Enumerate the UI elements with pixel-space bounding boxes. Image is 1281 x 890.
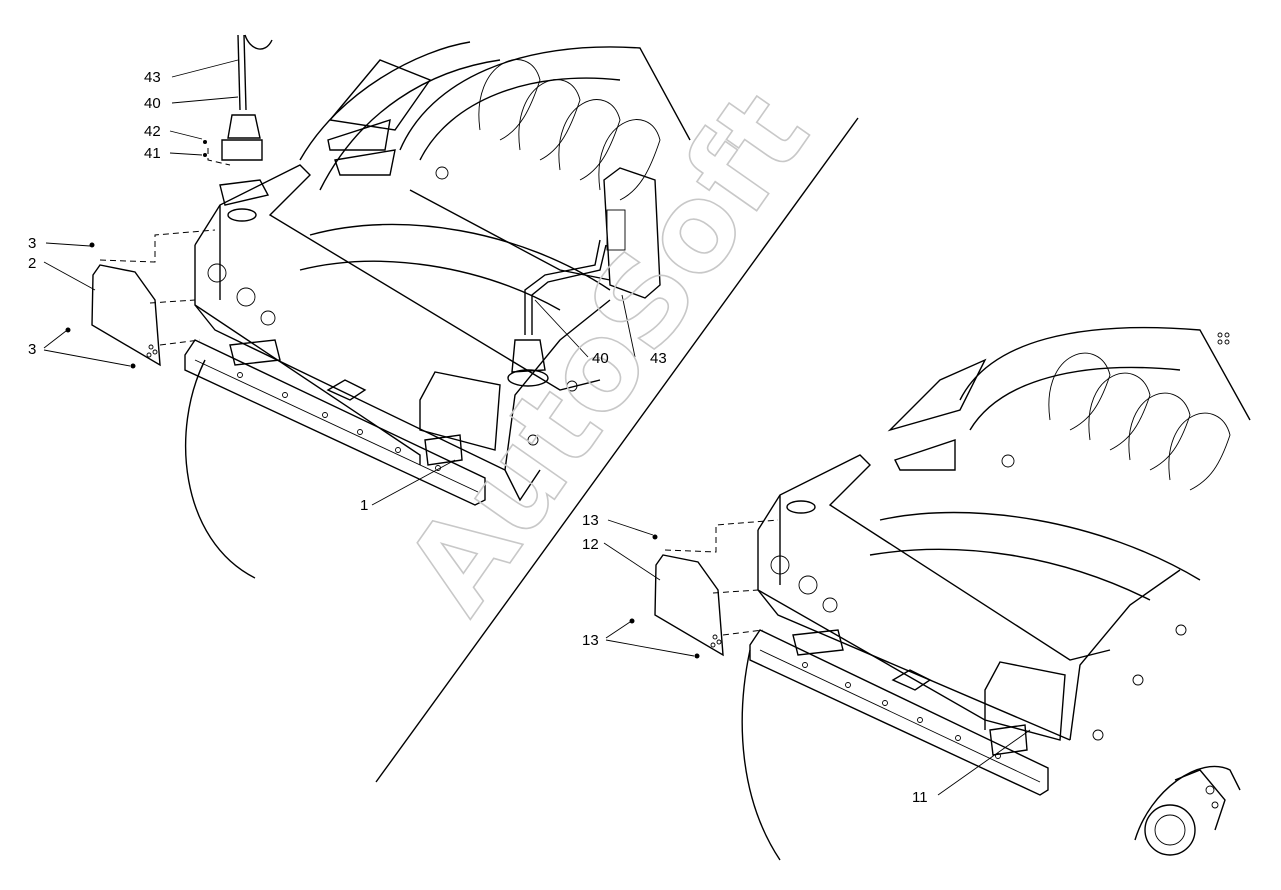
label-13-lower: 13 xyxy=(582,632,599,649)
label-13-upper: 13 xyxy=(582,512,599,529)
divider-line xyxy=(375,117,859,783)
label-41: 41 xyxy=(144,145,161,162)
label-3-upper: 3 xyxy=(28,235,36,252)
label-43-mirror: 43 xyxy=(650,350,667,367)
part-labels: 43 40 42 41 3 2 3 40 43 1 13 12 13 11 xyxy=(28,69,928,806)
label-11: 11 xyxy=(912,789,928,806)
left-assembly xyxy=(43,34,691,579)
label-2: 2 xyxy=(28,255,36,272)
label-42: 42 xyxy=(144,123,161,140)
label-40-top: 40 xyxy=(144,95,161,112)
label-3-lower: 3 xyxy=(28,341,36,358)
label-12: 12 xyxy=(582,536,599,553)
label-43-top: 43 xyxy=(144,69,161,86)
right-assembly xyxy=(603,326,1251,861)
label-1: 1 xyxy=(360,497,368,514)
label-40-mirror: 40 xyxy=(592,350,609,367)
